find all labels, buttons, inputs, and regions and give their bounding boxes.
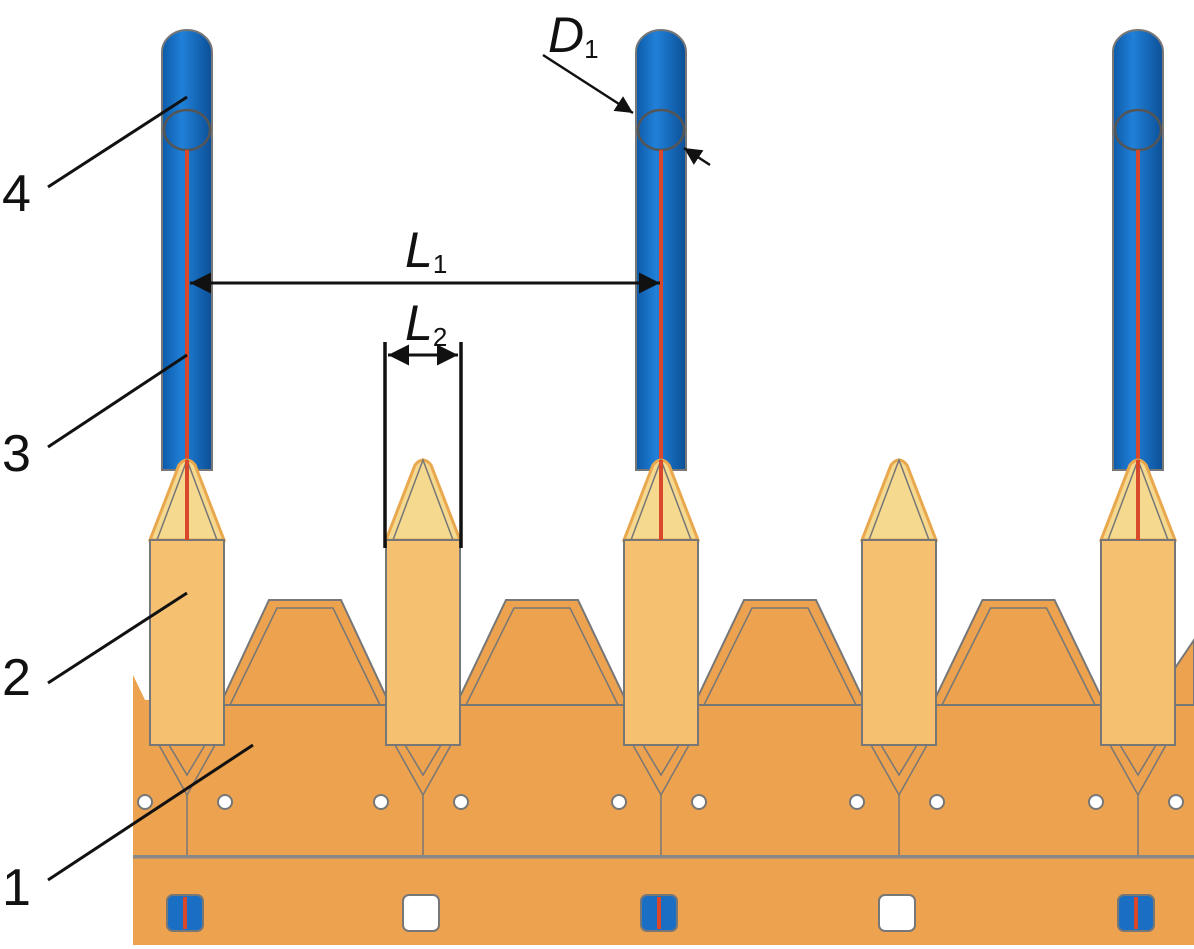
mounting-hole [929,794,945,810]
leader-4 [47,95,188,189]
cutter-tooth-bevel [703,607,857,706]
guard-tip-edge [868,457,930,541]
mounting-hole [849,794,865,810]
cutter-tooth [930,599,1107,706]
mounting-hole [373,794,389,810]
guard-tip [859,458,939,542]
dimension-L2-symbol: L [405,295,433,351]
cutter-tooth-bevel [941,607,1096,706]
guard [623,539,699,746]
guard [1100,539,1176,746]
label-4: 4 [2,165,31,223]
dimension-line-D1-upper [542,53,634,115]
rivet-v-joint-inner [880,744,918,777]
cutter-tooth [218,599,392,706]
guard [385,539,461,746]
mounting-hole [1088,794,1104,810]
dimension-D1: D1 [548,10,599,62]
label-1: 1 [2,859,31,917]
rivet-v-joint-inner [642,744,680,777]
dimension-L2: L2 [405,298,447,350]
dimension-L1-subscript: 1 [432,249,448,279]
dimension-D1-symbol: D [548,7,585,63]
rivet-v-joint-inner [404,744,442,777]
guard-tip [383,458,463,542]
dimension-D1-subscript: 1 [584,34,599,64]
leader-2 [47,591,188,685]
cutter-tooth-bevel [229,607,381,706]
label-3: 3 [2,425,31,483]
mounting-hole [453,794,469,810]
label-2: 2 [2,649,31,707]
mounting-hole [217,794,233,810]
mounting-hole [611,794,627,810]
mounting-hole [1168,794,1184,810]
dimension-L1-symbol: L [405,222,433,278]
guard-tip-edge [392,457,454,541]
guard [861,539,937,746]
cutter-edge-left [133,675,145,700]
mounting-hole [691,794,707,810]
cutter-tooth [692,599,868,706]
rivet-v-joint-inner [1119,744,1157,777]
dimension-L2-subscript: 2 [432,322,448,352]
guard [149,539,225,746]
bar-slot [878,894,916,932]
cutter-tooth [454,599,630,706]
dimension-line-D1-lower [683,146,711,167]
leader-3 [47,353,188,449]
dimension-L1: L1 [405,225,447,277]
cutter-tooth-bevel [465,607,619,706]
bar-slot [402,894,440,932]
rivet-v-joint-inner [168,744,206,777]
leader-1 [47,743,254,882]
mounting-hole [137,794,153,810]
